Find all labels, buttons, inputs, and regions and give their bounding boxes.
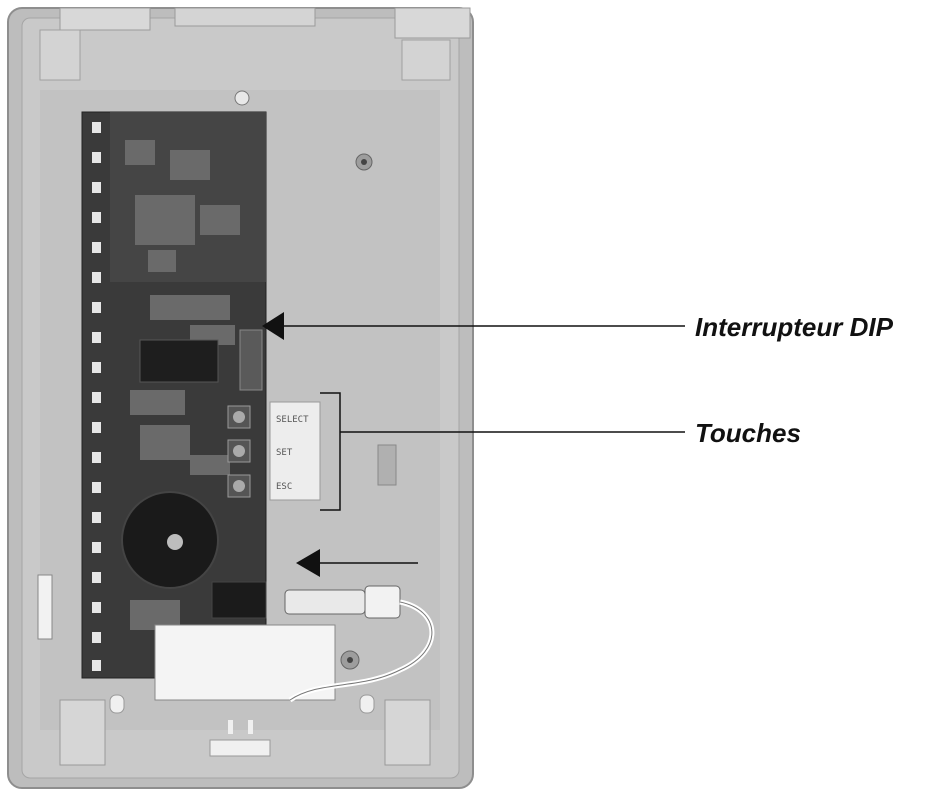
dip-arrow	[262, 312, 284, 340]
set-label: SET	[276, 448, 293, 458]
button-label-panel	[269, 401, 321, 501]
buttons-callout: Touches	[695, 418, 801, 448]
side-slot	[37, 574, 53, 640]
mount-hole-top	[234, 90, 250, 106]
top-tab-left	[59, 7, 151, 31]
dip-switch	[239, 329, 263, 391]
pcb-components	[125, 140, 240, 630]
bottom-foot-left	[59, 699, 106, 766]
power-arrow	[296, 549, 320, 577]
esc-label: ESC	[276, 482, 293, 492]
ic-chip	[139, 339, 219, 383]
corner-clip-right	[401, 39, 451, 81]
push-buttons	[227, 405, 251, 498]
buttons-bracket	[320, 392, 341, 511]
ground-lug	[377, 444, 397, 486]
corner-clip-left	[39, 29, 81, 81]
cable-cutout	[154, 624, 336, 701]
dip-switch-callout: Interrupteur DIP	[695, 312, 893, 342]
bottom-slot	[209, 739, 271, 757]
select-label: SELECT	[276, 415, 309, 425]
top-tab-right	[394, 7, 471, 39]
bottom-foot-right	[384, 699, 431, 766]
top-tab-center	[174, 7, 316, 27]
pcb-edge-pads	[92, 122, 101, 671]
power-jack	[211, 581, 267, 619]
dc-plug	[284, 589, 366, 615]
